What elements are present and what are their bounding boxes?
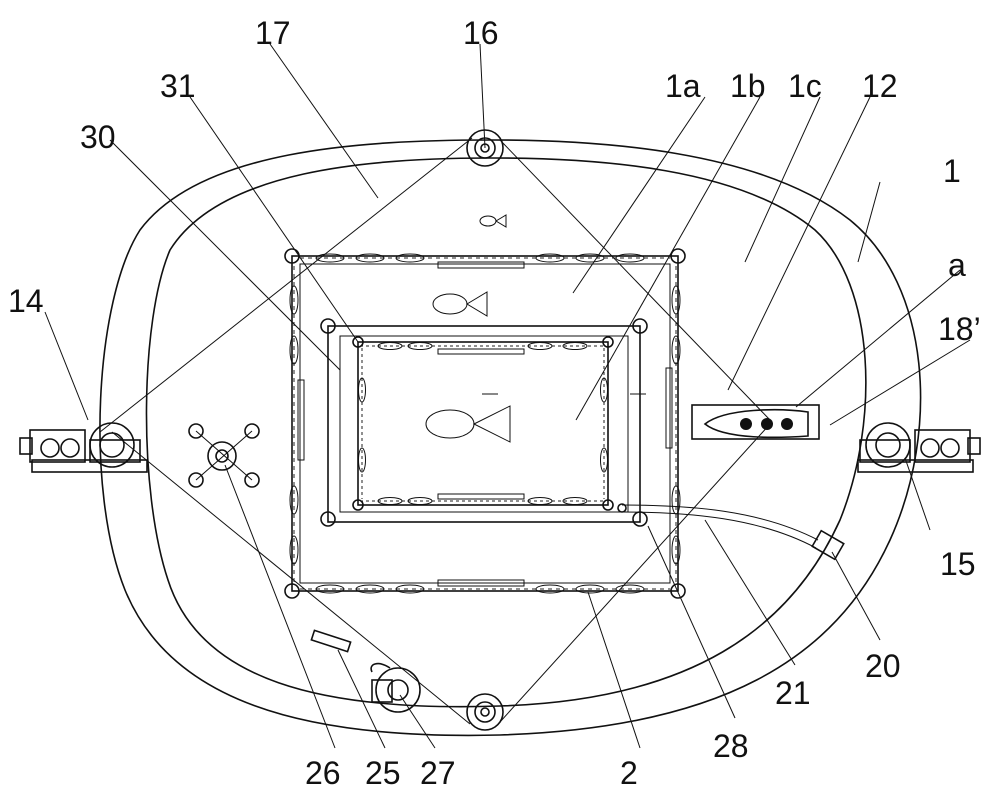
boat-seat	[761, 418, 773, 430]
traction-cables	[99, 137, 771, 725]
bottom-pulley	[466, 693, 504, 731]
fish-icon-small	[479, 214, 507, 228]
outer-net-cage	[284, 248, 686, 599]
label-27: 27	[420, 755, 456, 791]
boat-seat	[781, 418, 793, 430]
label-16: 16	[463, 15, 499, 51]
pump	[370, 662, 421, 713]
middle-frame	[320, 318, 648, 527]
label-2: 2	[620, 755, 638, 791]
label-12: 12	[862, 68, 898, 104]
inner-net-cage	[352, 336, 614, 511]
feeding-pipe	[617, 503, 845, 561]
pond-outer-boundary	[99, 139, 922, 737]
left-winch	[19, 422, 148, 473]
label-14: 14	[8, 283, 44, 319]
label-1b: 1b	[730, 68, 766, 104]
fish-icon-medium	[432, 291, 488, 317]
component-25	[310, 629, 352, 653]
aerator	[188, 423, 260, 488]
label-21: 21	[775, 675, 811, 711]
label-18-prime: 18’	[938, 311, 981, 347]
leader-lines	[44, 43, 971, 749]
label-25: 25	[365, 755, 401, 791]
label-15: 15	[940, 546, 976, 582]
label-30: 30	[80, 119, 116, 155]
label-31: 31	[160, 68, 196, 104]
label-1c: 1c	[788, 68, 822, 104]
label-17: 17	[255, 15, 291, 51]
label-1a: 1a	[665, 68, 701, 104]
label-a: a	[948, 247, 966, 283]
label-26: 26	[305, 755, 341, 791]
label-28: 28	[713, 728, 749, 764]
label-1: 1	[943, 153, 961, 189]
right-winch	[857, 422, 981, 473]
fish-icon-large	[425, 405, 511, 443]
label-20: 20	[865, 648, 901, 684]
boat-seat	[740, 418, 752, 430]
boat	[691, 404, 820, 440]
pond-inner-boundary	[145, 157, 867, 708]
